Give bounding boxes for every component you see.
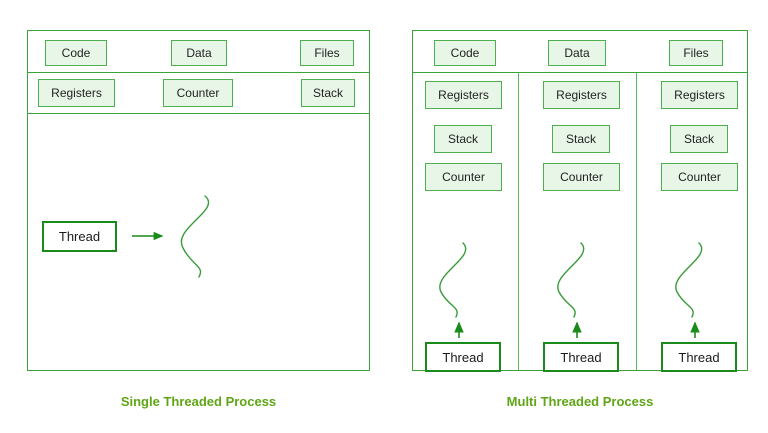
cell-files: Files: [300, 40, 354, 66]
cell-files-multi: Files: [669, 40, 723, 66]
cell-data-multi: Data: [548, 40, 606, 66]
caption-single-threaded-process: Single Threaded Process: [120, 394, 277, 409]
cell-counter-col1: Counter: [425, 163, 502, 191]
cell-stack-col2: Stack: [552, 125, 610, 153]
cell-code-multi: Code: [434, 40, 496, 66]
cell-counter: Counter: [163, 79, 233, 107]
single-threaded-process-panel: Code Data Files Registers Counter Stack …: [27, 30, 370, 371]
thread-box-col3: Thread: [661, 342, 737, 372]
column-divider-1: [518, 73, 519, 370]
panel-divider-row2: [28, 113, 369, 114]
cell-counter-col3: Counter: [661, 163, 738, 191]
panel-divider-row1-multi: [413, 72, 747, 73]
thread-box-col2: Thread: [543, 342, 619, 372]
thread-box-single: Thread: [42, 221, 117, 252]
cell-stack-col1: Stack: [434, 125, 492, 153]
cell-code: Code: [45, 40, 107, 66]
cell-registers-col2: Registers: [543, 81, 620, 109]
column-divider-2: [636, 73, 637, 370]
multi-threaded-process-panel: Code Data Files Registers Stack Counter …: [412, 30, 748, 372]
cell-stack-col3: Stack: [670, 125, 728, 153]
caption-multi-threaded-process: Multi Threaded Process: [506, 394, 654, 409]
cell-registers-col1: Registers: [425, 81, 502, 109]
cell-registers: Registers: [38, 79, 115, 107]
cell-data: Data: [171, 40, 227, 66]
cell-stack: Stack: [301, 79, 355, 107]
cell-counter-col2: Counter: [543, 163, 620, 191]
thread-box-col1: Thread: [425, 342, 501, 372]
cell-registers-col3: Registers: [661, 81, 738, 109]
panel-divider-row1: [28, 72, 369, 73]
